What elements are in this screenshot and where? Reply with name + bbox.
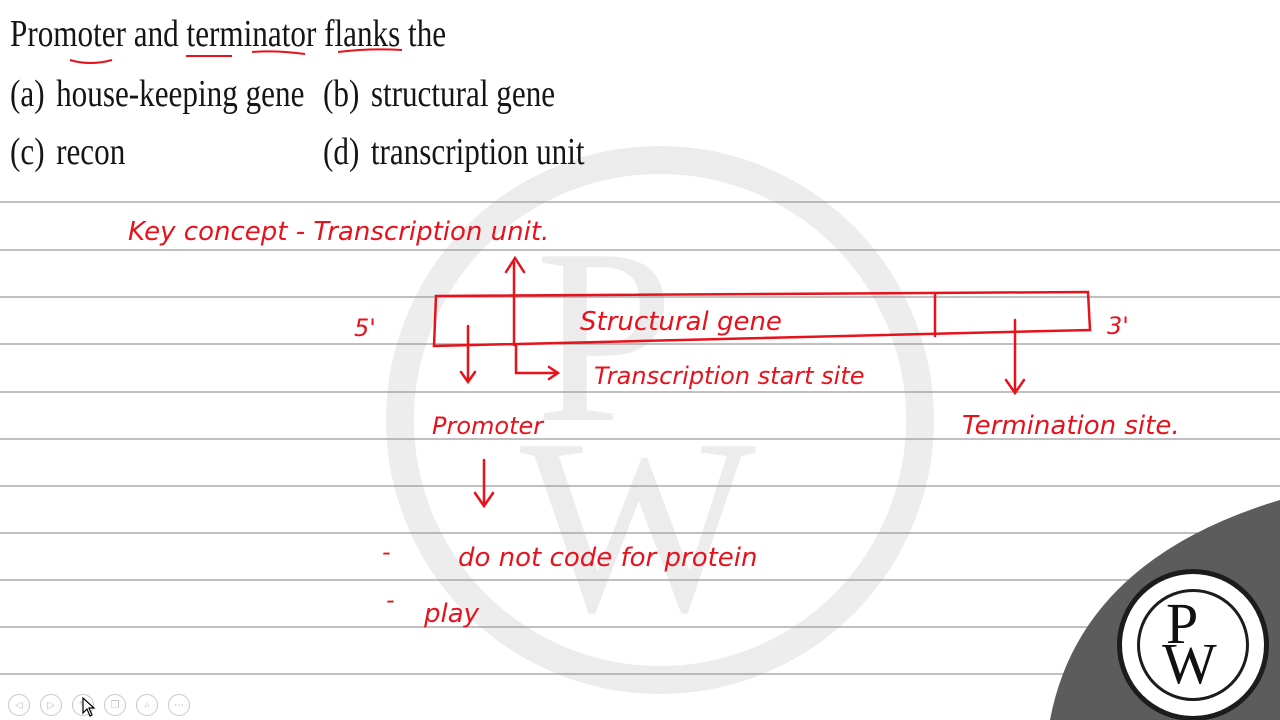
option-b-label: (b) xyxy=(323,73,360,115)
pw-logo: P W xyxy=(1128,580,1258,710)
prev-icon[interactable]: ◁ xyxy=(8,694,30,716)
tss-label: Transcription start site xyxy=(594,362,865,390)
option-a[interactable]: (a) house-keeping gene xyxy=(10,72,304,116)
question-stem: Promoter and terminator flanks the xyxy=(10,13,447,55)
five-prime-label: 5' xyxy=(354,314,376,342)
more-icon[interactable]: ⋯ xyxy=(168,694,190,716)
svg-text:P: P xyxy=(535,198,674,475)
pw-logo-p: P xyxy=(1166,591,1199,656)
mouse-cursor-icon xyxy=(82,697,96,717)
structural-gene-label: Structural gene xyxy=(580,307,782,337)
copy-icon[interactable]: ❐ xyxy=(104,694,126,716)
bullet2-dash: - xyxy=(386,586,395,614)
svg-text:W: W xyxy=(520,388,756,665)
bullet1-dash: - xyxy=(382,538,391,566)
next-icon[interactable]: ▷ xyxy=(40,694,62,716)
option-c[interactable]: (c) recon xyxy=(10,130,125,174)
option-d[interactable]: (d) transcription unit xyxy=(323,130,585,174)
bullet2-text: play xyxy=(423,599,480,629)
watermark-logo: P W xyxy=(386,146,934,694)
pw-logo-ring: P W xyxy=(1137,589,1249,701)
option-b-text: structural gene xyxy=(370,73,556,115)
option-d-text: transcription unit xyxy=(370,131,585,173)
option-d-label: (d) xyxy=(323,131,360,173)
option-b[interactable]: (b) structural gene xyxy=(323,72,555,116)
player-controls: ◁ ▷ ✎ ❐ ⌕ ⋯ xyxy=(8,694,190,716)
zoom-icon[interactable]: ⌕ xyxy=(136,694,158,716)
gene-diagram xyxy=(432,255,1092,509)
option-c-label: (c) xyxy=(10,131,45,173)
option-a-text: house-keeping gene xyxy=(56,73,305,115)
termination-label: Termination site. xyxy=(962,411,1180,441)
option-c-text: recon xyxy=(56,131,126,173)
three-prime-label: 3' xyxy=(1107,312,1129,340)
promoter-label: Promoter xyxy=(432,412,545,440)
pw-logo-w: W xyxy=(1162,631,1217,696)
question-underlines xyxy=(69,48,403,64)
option-a-label: (a) xyxy=(10,73,45,115)
key-concept-note: Key concept - Transcription unit. xyxy=(128,217,549,247)
bullet1-text: do not code for protein xyxy=(458,543,758,573)
